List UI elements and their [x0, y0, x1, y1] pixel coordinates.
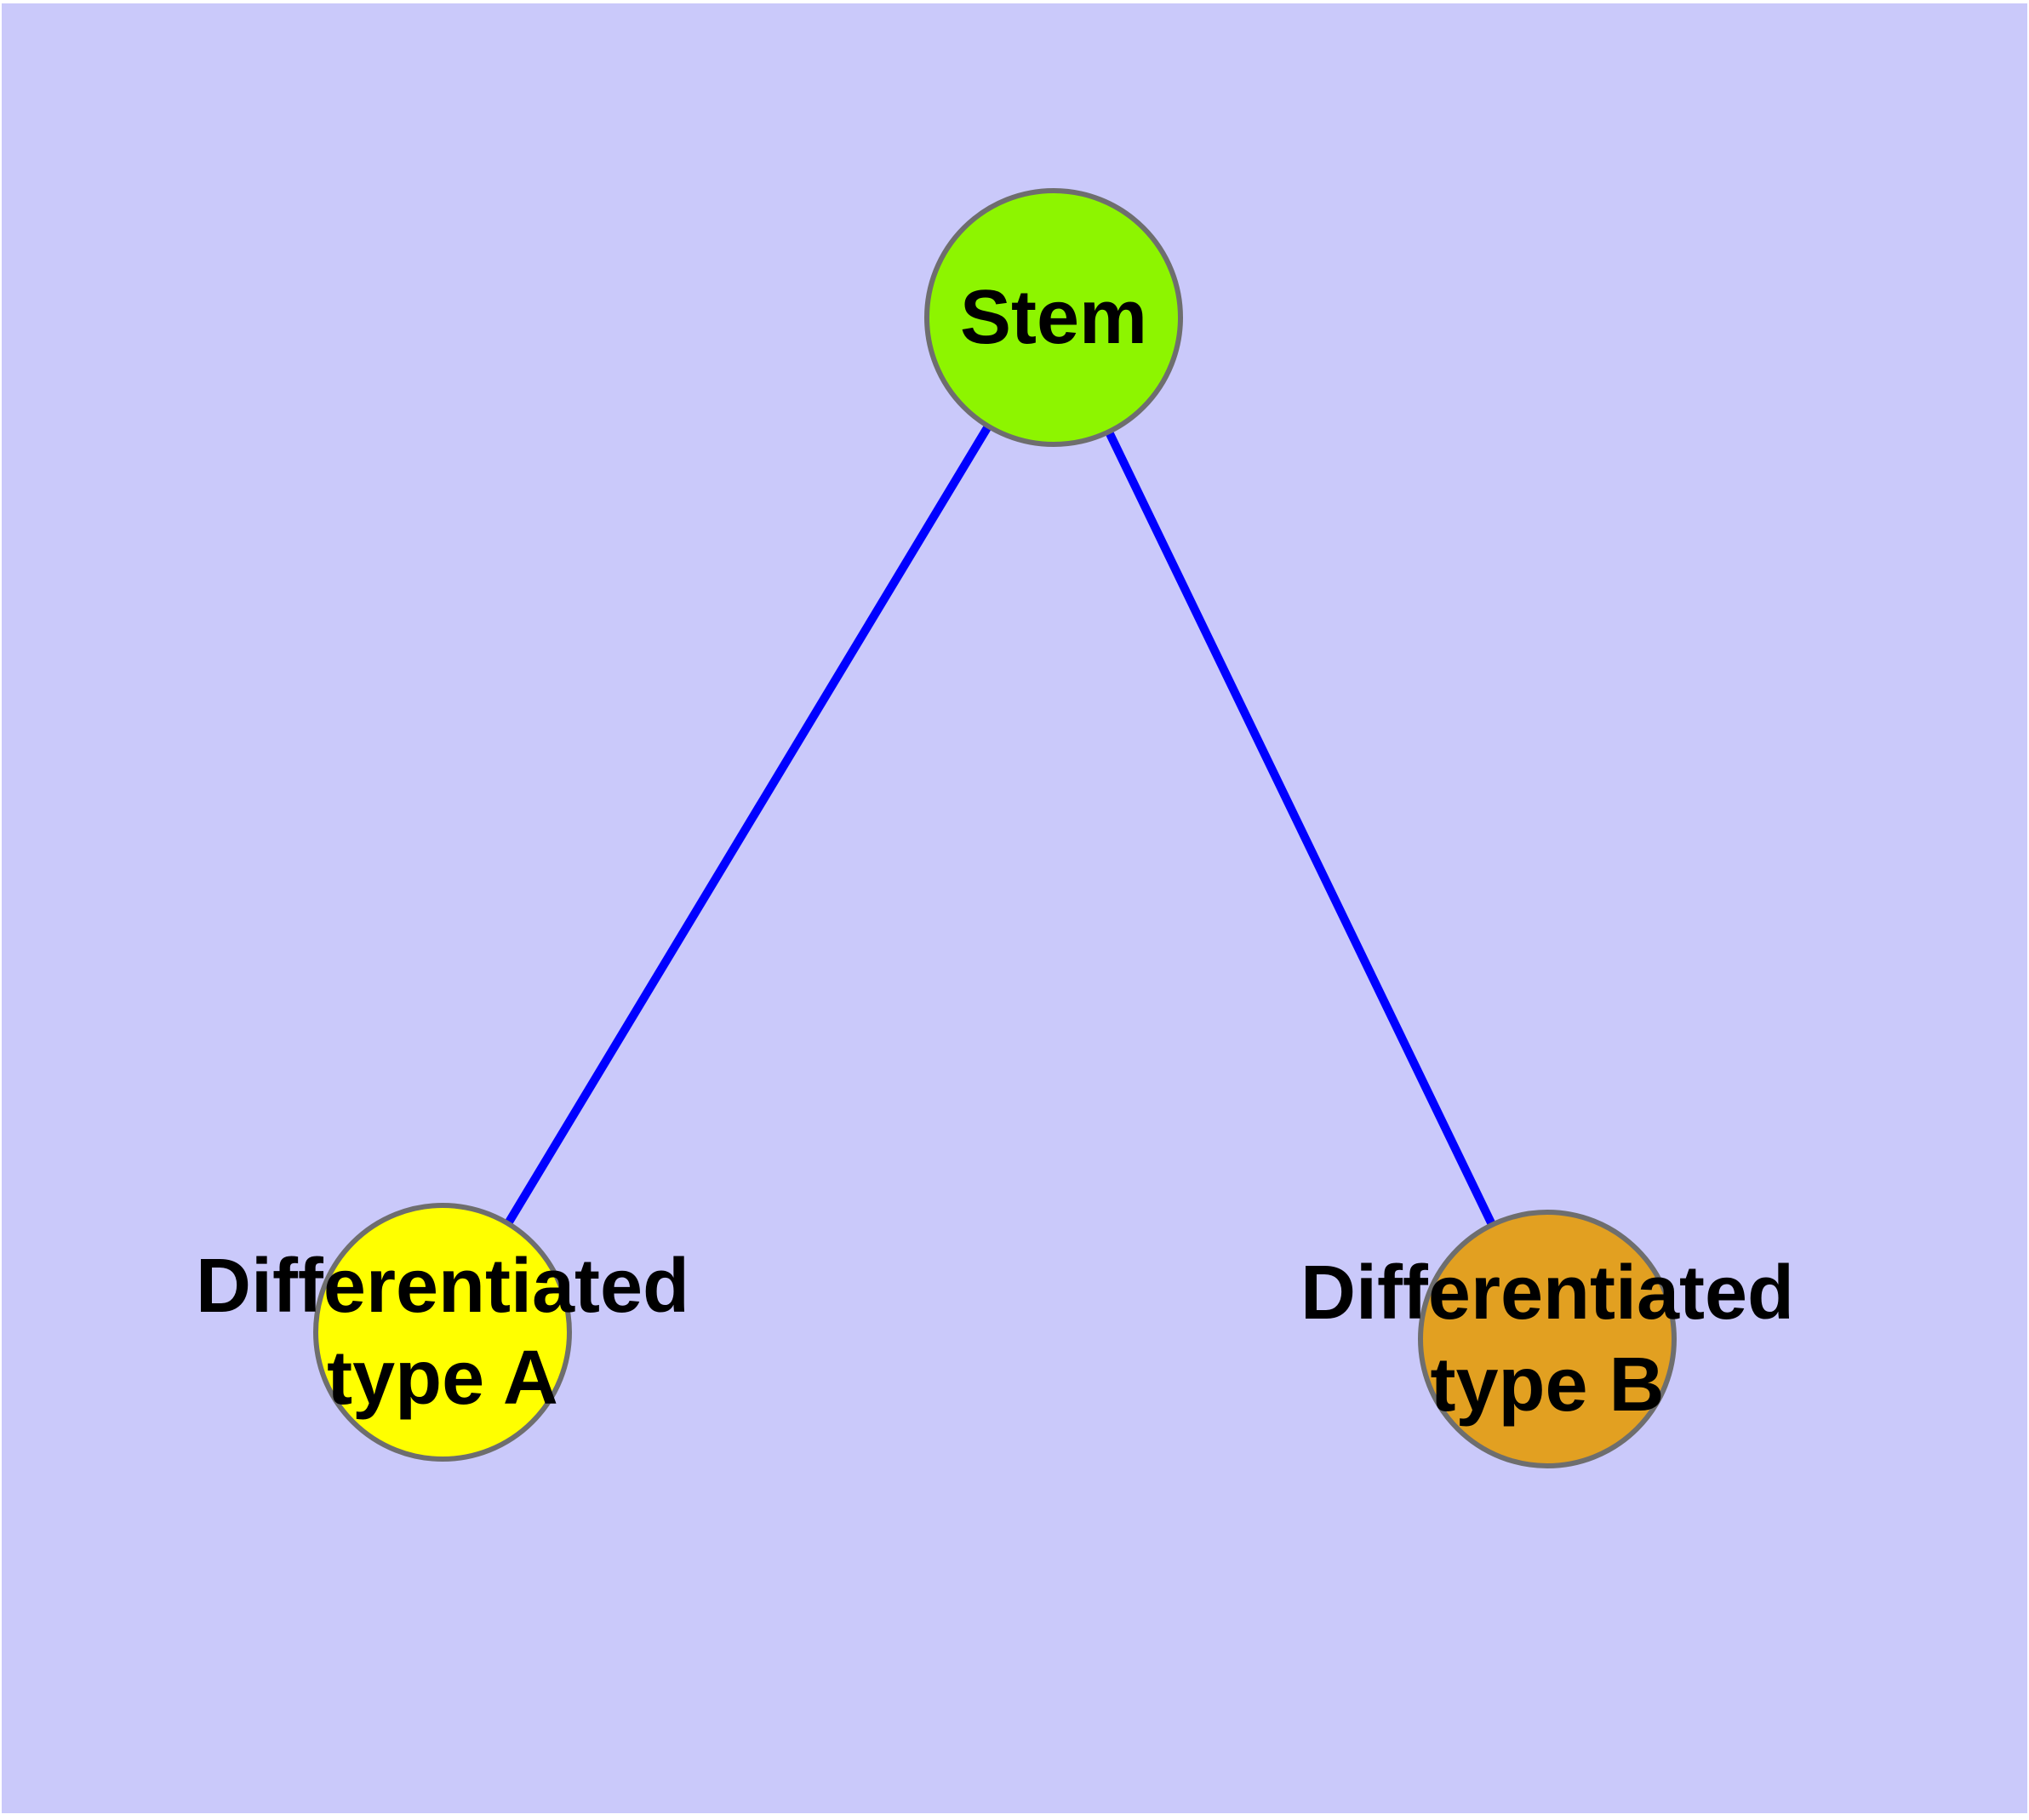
nodes-layer: [313, 188, 1677, 1468]
node-stem: [924, 188, 1183, 447]
node-label-stem: Stem: [960, 275, 1147, 360]
edges-layer: [438, 315, 1552, 1342]
node-differentiated-type-a: [313, 1203, 572, 1462]
edge-stem-differentiated-type-a: [438, 315, 1058, 1335]
edge-stem-differentiated-type-b: [1049, 315, 1552, 1342]
node-differentiated-type-b: [1418, 1210, 1677, 1468]
